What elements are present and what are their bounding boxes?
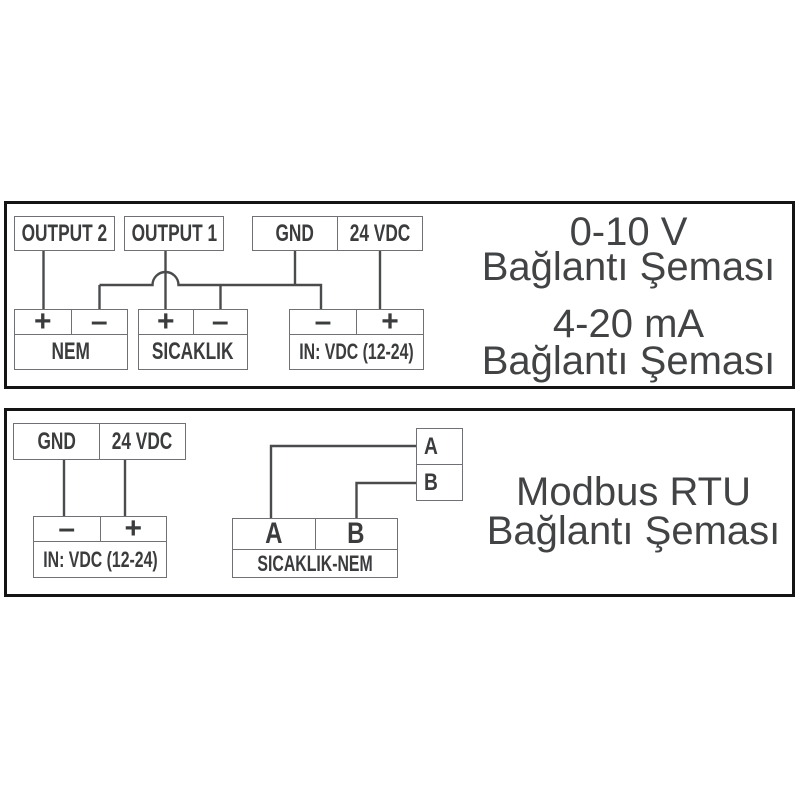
power-in-terminal-block: – + IN: VDC (12-24) [289,309,424,370]
nem-label: NEM [51,338,91,365]
bus-b-label: B [424,468,438,496]
sicaklik-label: SICAKLIK [152,338,234,365]
nem-terminal-block: + – NEM [14,309,128,370]
power-in-terminal-block: – + IN: VDC (12-24) [33,516,167,578]
plus-symbol: + [33,310,52,334]
24vdc-label: 24 VDC [349,219,411,247]
in-vdc-label: IN: VDC (12-24) [299,339,414,364]
sicaklik-terminal-block: + – SICAKLIK [138,309,248,370]
minus-symbol: – [58,517,76,541]
title-baglanti-semasi-2: Bağlantı Şeması [481,339,776,383]
title-modbus-rtu: Modbus RTU [516,470,751,514]
wire-a-line [269,444,416,518]
bus-a-cell: A [417,429,462,464]
output2-box: OUTPUT 2 [14,216,115,251]
analog-wiring-panel: OUTPUT 2 OUTPUT 1 GND 24 VDC + – NEM [4,201,795,389]
minus-symbol: – [314,310,332,334]
wire-b-line [355,481,416,518]
in-vdc-label: IN: VDC (12-24) [42,546,158,572]
bus-b-cell: B [417,464,462,500]
title-4-20ma: 4-20 mA [552,302,705,346]
24vdc-label: 24 VDC [112,427,173,455]
minus-symbol: – [90,310,108,334]
rs485-bus-box: A B [416,428,463,501]
panel2-title-block: Modbus RTU Bağlantı Şeması [477,411,790,594]
nem-plus-terminal: + [15,310,71,334]
panel1-title-block: 0-10 V Bağlantı Şeması 4-20 mA Bağlantı … [467,204,790,386]
in-minus-terminal: – [290,310,356,334]
modbus-wiring-panel: GND 24 VDC – + IN: VDC (12-24) A [4,408,795,597]
gnd-label: GND [275,219,315,247]
output2-label: OUTPUT 2 [21,219,108,247]
bus-a-label: A [424,432,438,460]
terminal-a: A [233,519,315,549]
panel2-wires [62,444,416,518]
sicaklik-nem-label: SICAKLIK-NEM [257,550,373,576]
power-source-box: GND 24 VDC [252,216,423,251]
minus-symbol: – [211,310,229,334]
sensor-ab-terminal-block: A B SICAKLIK-NEM [232,518,398,578]
sicaklik-plus-terminal: + [139,310,193,334]
terminal-a-label: A [265,519,283,549]
panel1-wires [42,251,382,309]
in-plus-terminal: + [99,517,167,541]
plus-symbol: + [156,310,175,334]
title-baglanti-semasi: Bağlantı Şeması [486,509,781,553]
output1-box: OUTPUT 1 [124,216,224,251]
sicaklik-minus-terminal: – [192,310,248,334]
in-minus-terminal: – [34,517,100,541]
in-plus-terminal: + [356,310,423,334]
power-source-box: GND 24 VDC [13,423,186,460]
plus-symbol: + [381,310,399,334]
terminal-b: B [314,519,398,549]
wire-ground-bus-with-hop [99,270,323,309]
title-baglanti-semasi-1: Bağlantı Şeması [481,245,776,289]
output1-label: OUTPUT 1 [131,219,217,247]
terminal-b-label: B [347,519,365,549]
plus-symbol: + [124,517,143,541]
gnd-label: GND [37,427,76,455]
nem-minus-terminal: – [70,310,128,334]
title-0-10v: 0-10 V [569,210,688,254]
